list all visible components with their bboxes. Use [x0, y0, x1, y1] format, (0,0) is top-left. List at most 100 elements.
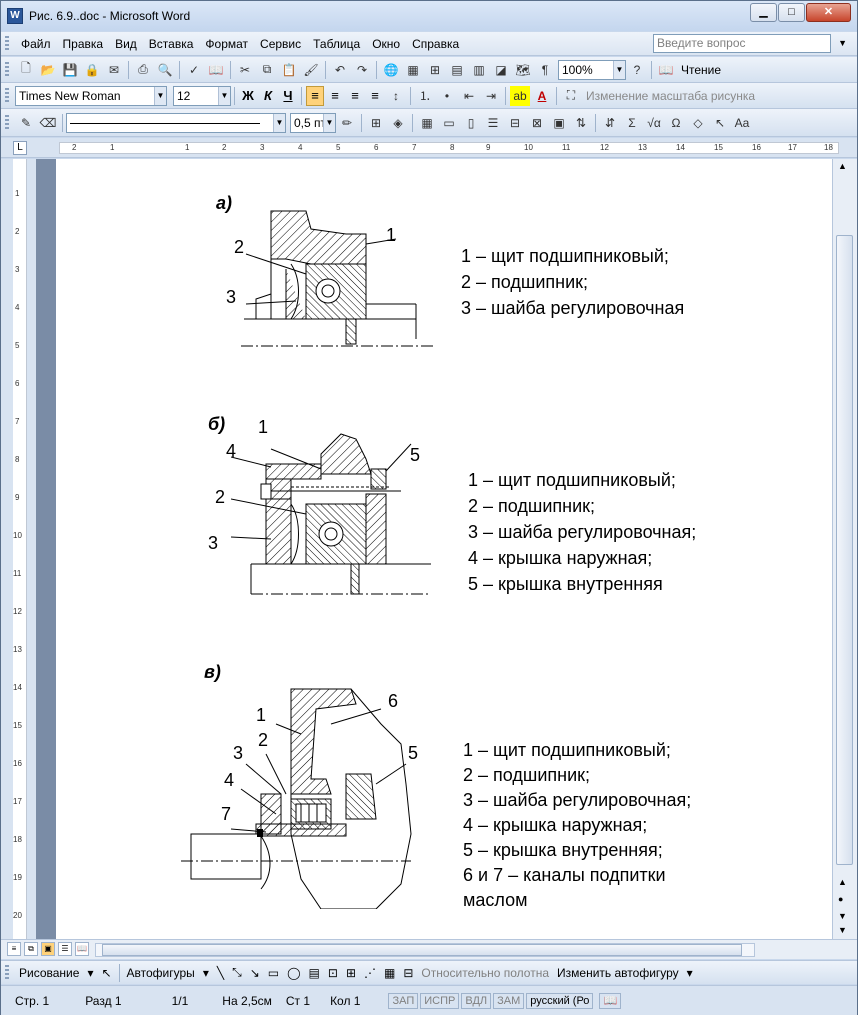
cut-icon[interactable]: ✂	[239, 62, 251, 77]
edit-points-icon[interactable]: ⋰	[364, 965, 376, 980]
font-style-icon[interactable]: Aa	[734, 115, 750, 130]
status-record-macro[interactable]: ЗАП	[388, 992, 419, 1009]
permission-icon[interactable]: 🔒	[84, 62, 100, 77]
sort-icon[interactable]: ⇵	[604, 115, 616, 130]
font-size-select[interactable]: 12▼	[173, 85, 231, 106]
draw-table-icon[interactable]: ✎	[20, 115, 32, 130]
justify-icon[interactable]: ≡	[371, 88, 379, 103]
text-direction-icon[interactable]: ⇅	[575, 115, 587, 130]
email-icon[interactable]: ✉	[108, 62, 120, 77]
normal-view-icon[interactable]: ≡	[7, 942, 21, 956]
autoformat-icon[interactable]: ▣	[553, 115, 565, 130]
menu-view[interactable]: Вид	[115, 36, 137, 51]
scroll-up-icon[interactable]: ▲	[838, 161, 847, 171]
reading-mode-button[interactable]: Чтение	[681, 62, 722, 77]
align-center-icon[interactable]: ≡	[331, 88, 339, 103]
hyperlink-icon[interactable]: 🌐	[383, 62, 399, 77]
excel-icon[interactable]: ▤	[451, 62, 463, 77]
highlight-icon[interactable]: ab	[510, 85, 530, 106]
line-icon[interactable]: ╲	[216, 965, 225, 980]
equation-icon[interactable]: √α	[647, 115, 661, 130]
tables-borders-icon[interactable]: ▦	[407, 62, 419, 77]
ask-dropdown-icon[interactable]: ▼	[838, 38, 847, 48]
numbering-icon[interactable]: ⒈	[418, 89, 431, 103]
align-left-icon[interactable]: ≡	[306, 85, 324, 106]
scrollbar-thumb[interactable]	[836, 235, 853, 865]
previous-page-icon[interactable]: ▲	[838, 877, 847, 887]
print-layout-icon[interactable]: ▣	[41, 942, 55, 956]
document-page[interactable]: а) 1	[56, 159, 832, 939]
line-weight-select[interactable]: 0,5 пт▼	[290, 112, 336, 133]
toolbar-grip[interactable]	[5, 964, 9, 981]
status-language[interactable]: русский (Ро	[526, 992, 594, 1009]
relative-to-canvas-button[interactable]: Относительно полотна	[421, 965, 550, 980]
menu-tools[interactable]: Сервис	[260, 36, 302, 51]
browse-object-icon[interactable]: ●	[838, 894, 844, 904]
bullets-icon[interactable]: •	[444, 88, 450, 103]
arrow-icon[interactable]: ↘	[249, 965, 260, 980]
distribute-rows-icon[interactable]: ⊟	[509, 115, 521, 130]
menu-help[interactable]: Справка	[412, 36, 460, 51]
merge-cells-icon[interactable]: ▭	[443, 115, 455, 130]
document-map-icon[interactable]: 🗺	[515, 62, 531, 77]
align-cells-icon[interactable]: ☰	[487, 115, 499, 130]
reading-view-icon[interactable]: 📖	[75, 942, 89, 956]
align-icon[interactable]: ⊟	[403, 965, 414, 980]
zoom-select[interactable]: 100%▼	[558, 59, 626, 80]
menu-insert[interactable]: Вставка	[148, 36, 194, 51]
print-icon[interactable]: ⎙	[138, 62, 148, 76]
increase-indent-icon[interactable]: ⇥	[485, 88, 497, 103]
scrollbar-thumb[interactable]	[102, 944, 742, 956]
oval-icon[interactable]: ◯	[287, 965, 301, 980]
ask-question-input[interactable]: Введите вопрос	[653, 34, 831, 53]
line-spacing-icon[interactable]: ↕	[393, 88, 399, 103]
save-icon[interactable]: 💾	[62, 62, 78, 77]
scroll-down-icon[interactable]: ▼	[838, 925, 847, 935]
border-color-icon[interactable]: ✏	[341, 115, 353, 130]
research-icon[interactable]: 📖	[208, 62, 224, 77]
change-autoshape-button[interactable]: Изменить автофигуру	[557, 965, 679, 980]
eraser-icon[interactable]: ⌫	[39, 115, 57, 130]
show-hide-icon[interactable]: ¶	[541, 62, 549, 77]
symbol-icon[interactable]: Ω	[671, 115, 681, 130]
menu-format[interactable]: Формат	[205, 36, 249, 51]
distribute-cols-icon[interactable]: ⊠	[531, 115, 543, 130]
status-extend-selection[interactable]: ВДЛ	[461, 992, 492, 1009]
italic-button[interactable]: К	[264, 88, 272, 103]
ungroup-icon[interactable]: ⊞	[345, 965, 356, 980]
group-icon[interactable]: ⊡	[327, 965, 338, 980]
word-app-icon[interactable]: W	[7, 8, 23, 24]
menu-table[interactable]: Таблица	[313, 36, 361, 51]
insert-table-icon[interactable]: ▦	[421, 115, 433, 130]
underline-button[interactable]: Ч	[283, 88, 293, 103]
menu-file[interactable]: Файл	[21, 36, 51, 51]
toolbar-grip[interactable]	[5, 61, 9, 78]
arrow-tool-icon[interactable]: ↖	[714, 115, 726, 130]
paste-icon[interactable]: 📋	[281, 62, 297, 77]
next-page-icon[interactable]: ▼	[838, 911, 847, 921]
borders-icon[interactable]: ⊞	[370, 115, 382, 130]
font-color-icon[interactable]: A	[537, 88, 547, 103]
new-document-icon[interactable]: 🗋	[21, 61, 31, 75]
menu-window[interactable]: Окно	[372, 36, 401, 51]
grid-icon[interactable]: ▦	[384, 965, 396, 980]
insert-table-icon[interactable]: ⊞	[429, 62, 441, 77]
horizontal-ruler[interactable]: L 2 1 1 2 3 4 5 6 7 8 9 10 11 12 13 14 1…	[1, 138, 857, 158]
line-style-select[interactable]: ▼	[66, 112, 286, 133]
drawing-icon[interactable]: ◪	[495, 62, 507, 77]
open-icon[interactable]: 📂	[40, 62, 56, 77]
outline-view-icon[interactable]: ☰	[58, 942, 72, 956]
menu-grip[interactable]	[5, 35, 9, 52]
rectangle-icon[interactable]: ▭	[267, 965, 280, 980]
print-preview-icon[interactable]: 🔍	[157, 62, 173, 77]
redo-icon[interactable]: ↷	[356, 62, 368, 77]
status-track-changes[interactable]: ИСПР	[420, 992, 460, 1009]
connector-icon[interactable]: ⤡	[232, 965, 242, 979]
split-cells-icon[interactable]: ▯	[467, 115, 475, 130]
drawing-menu-button[interactable]: Рисование	[19, 965, 80, 980]
web-view-icon[interactable]: ⧉	[24, 942, 38, 956]
undo-icon[interactable]: ↶	[334, 62, 346, 77]
vertical-ruler[interactable]: 1 2 3 4 5 6 7 8 9 10 11 12 13 14 15 16 1…	[1, 159, 36, 939]
decrease-indent-icon[interactable]: ⇤	[463, 88, 475, 103]
picture-scale-button[interactable]: Изменение масштаба рисунка	[586, 88, 756, 103]
